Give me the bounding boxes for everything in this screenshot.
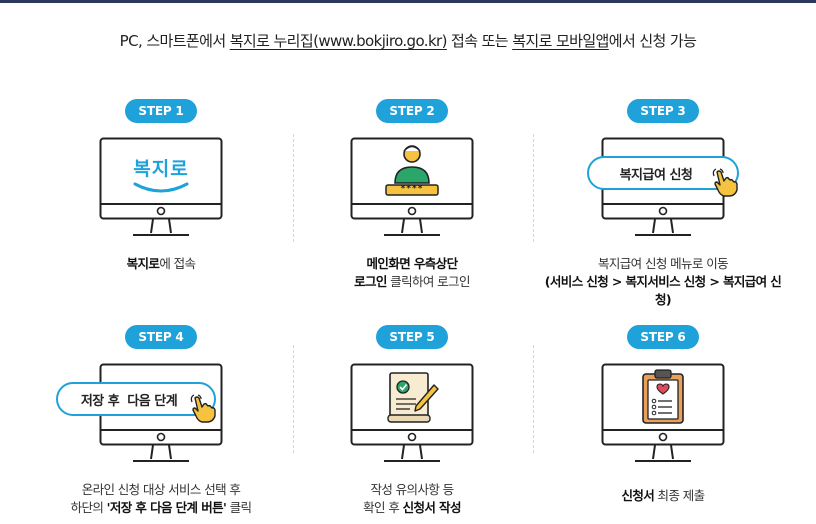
step-caption: 온라인 신청 대상 서비스 선택 후 하단의 '저장 후 다음 단계 버튼' 클… <box>70 482 252 515</box>
step-caption: 작성 유의사항 등 확인 후 신청서 작성 <box>363 482 461 515</box>
step-1: STEP 1 복지로 복지로에 접속 <box>36 99 286 273</box>
step-badge: STEP 3 <box>627 99 699 123</box>
monitor-icon: 복지로 <box>99 137 223 241</box>
step-badge: STEP 5 <box>376 325 448 349</box>
headline-text-1: PC, 스마트폰에서 <box>119 32 230 50</box>
step-caption: 신청서 최종 제출 <box>621 488 705 503</box>
monitor-icon: 복지급여 신청 <box>587 137 739 241</box>
monitor-icon <box>601 363 725 467</box>
step-divider <box>293 134 294 242</box>
step-caption: 복지로에 접속 <box>126 256 196 271</box>
pointing-hand-icon <box>712 168 738 197</box>
bokjiro-mobile-app-link[interactable]: 복지로 모바일앱 <box>512 32 609 50</box>
document-pen-icon <box>387 372 439 423</box>
save-next-step-button[interactable]: 저장 후 다음 단계 <box>56 382 216 416</box>
headline-text-3: 에서 신청 가능 <box>608 32 697 50</box>
top-bar <box>0 0 816 3</box>
step-6: STEP 6 신청서 최종 제출 <box>538 325 788 505</box>
clipboard-heart-icon <box>642 369 684 424</box>
password-mask: **** <box>400 184 424 194</box>
step-divider <box>293 345 294 453</box>
bokjiro-website-link[interactable]: 복지로 누리집(www.bokjiro.go.kr) <box>229 32 448 50</box>
step-badge: STEP 2 <box>376 99 448 123</box>
step-4: STEP 4 저장 후 다음 단계 온라인 신청 대상 서비스 선택 후 하단의… <box>36 325 286 517</box>
user-login-icon <box>385 145 439 196</box>
step-3: STEP 3 복지급여 신청 복지급여 신청 메뉴로 이동 (서비스 신청 > … <box>538 99 788 309</box>
monitor-icon <box>350 363 474 467</box>
step-badge: STEP 4 <box>125 325 197 349</box>
headline-text-2: 접속 또는 <box>446 32 513 50</box>
step-5: STEP 5 작성 유의사항 등 확인 후 신청서 작성 <box>287 325 537 517</box>
step-divider <box>533 134 534 242</box>
monitor-icon: 저장 후 다음 단계 <box>56 363 223 467</box>
step-badge: STEP 6 <box>627 325 699 349</box>
step-badge: STEP 1 <box>125 99 197 123</box>
bokjiro-logo-icon: 복지로 <box>102 140 220 205</box>
step-divider <box>533 345 534 453</box>
step-caption: 복지급여 신청 메뉴로 이동 (서비스 신청 > 복지서비스 신청 > 복지급여… <box>544 256 782 307</box>
monitor-icon: **** <box>350 137 474 241</box>
step-2: STEP 2 **** 메인화면 우측상단 로그인 클릭하여 로그인 <box>287 99 537 291</box>
logo-text: 복지로 <box>133 157 189 180</box>
pointing-hand-icon <box>190 394 216 423</box>
step-caption: 메인화면 우측상단 로그인 클릭하여 로그인 <box>354 256 470 289</box>
page-headline: PC, 스마트폰에서 복지로 누리집(www.bokjiro.go.kr) 접속… <box>0 30 816 51</box>
